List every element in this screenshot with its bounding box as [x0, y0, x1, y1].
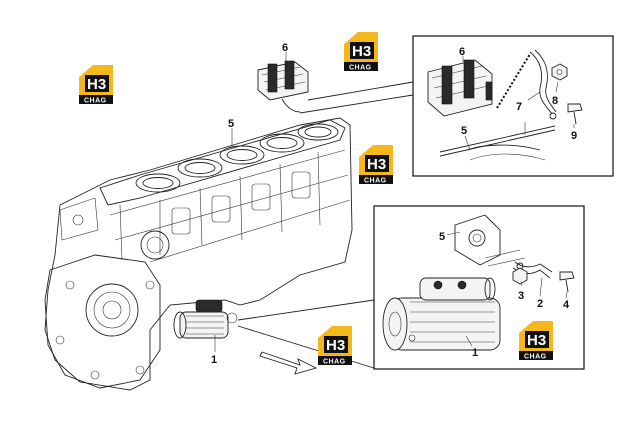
callout-detail-top-ecu: 6 — [459, 46, 465, 58]
logo-sub-band — [519, 351, 553, 360]
logo-sub-text: CHAG — [84, 98, 107, 105]
engine-block — [44, 117, 353, 391]
logo-mark-text: H3 — [326, 337, 345, 354]
detail-box-bottom — [373, 205, 585, 370]
callout-detail-top-block: 5 — [461, 125, 467, 137]
callout-detail-bottom-starter: 1 — [472, 347, 478, 359]
logo-dark-panel — [85, 75, 109, 92]
logo-sub-band — [359, 175, 393, 184]
callout-detail-top-nut: 8 — [552, 95, 558, 107]
leader-lines — [214, 52, 414, 369]
logo-dark-panel — [350, 42, 374, 59]
callout-detail-bottom-block: 5 — [439, 231, 445, 243]
callout-detail-bottom-screw: 4 — [563, 299, 570, 311]
direction-arrow — [259, 351, 318, 375]
callout-detail-bottom-bracket: 2 — [537, 298, 543, 310]
detail-box-top — [412, 35, 614, 177]
logo-dark-panel — [365, 155, 389, 172]
callout-main-block: 5 — [228, 118, 234, 130]
logo-sub-band — [79, 95, 113, 104]
logo-sub-text: CHAG — [364, 178, 387, 185]
callout-detail-bottom-nut: 3 — [518, 290, 524, 302]
callout-main-ecu: 6 — [282, 42, 288, 54]
logo-sub-band — [318, 356, 352, 365]
logo-mark-text: H3 — [527, 332, 546, 349]
logo-sub-text: CHAG — [349, 65, 372, 72]
logo-mark-text: H3 — [352, 43, 371, 60]
logo-mark-text: H3 — [87, 76, 106, 93]
starter-motor-installed — [173, 299, 238, 339]
logo-sub-text: CHAG — [323, 359, 346, 366]
logo-dark-panel — [324, 336, 348, 353]
ecu-installed — [257, 60, 309, 113]
logo-dark-panel — [525, 331, 549, 348]
callout-detail-top-screw: 9 — [571, 130, 577, 142]
callout-labels: 6 5 1 6 5 7 8 9 5 1 3 2 4 — [211, 42, 577, 366]
callout-detail-top-strap: 7 — [516, 101, 522, 113]
logo-mark-text: H3 — [367, 156, 386, 173]
logo-sub-band — [344, 62, 378, 71]
logo-sub-text: CHAG — [524, 354, 547, 361]
callout-main-starter: 1 — [211, 354, 217, 366]
